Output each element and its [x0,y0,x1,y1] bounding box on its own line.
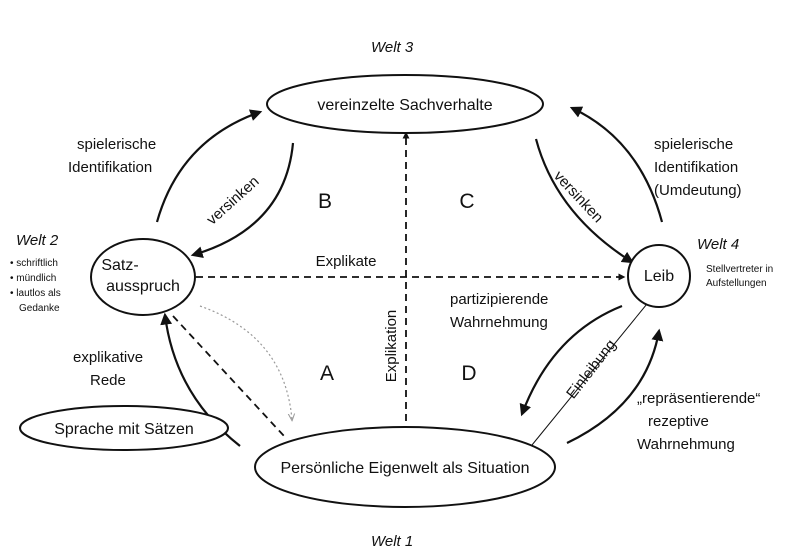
satz-label-line2: ausspruch [106,278,180,295]
spielerische-right-line3: (Umdeutung) [654,182,742,199]
versinken-left-arrow [190,142,295,259]
sprache-label: Sprache mit Sätzen [54,421,194,438]
repraesentierende-arrow [566,328,664,444]
welt1-label: Welt 1 [371,533,413,550]
satz-label-line1: Satz- [101,257,138,274]
leib-node [627,244,691,308]
sprache-node [19,405,229,451]
spielerische-left-arrow [155,109,263,223]
welt2-bullet-list: • schriftlich • mündlich • lautlos als G… [10,258,61,314]
hint-arrow [199,305,292,420]
spielerische-right-line1: spielerische [654,136,733,153]
repraesentierende-line2: rezeptive [648,413,709,430]
welt2-bullet-2: • mündlich [10,273,56,284]
sachverhalte-label: vereinzelte Sachverhalte [317,97,492,114]
welt3-label: Welt 3 [371,39,414,56]
spielerische-right-line2: Identifikation [654,159,738,176]
versinken-right-arrow [534,138,635,264]
spielerische-left-line2: Identifikation [68,159,152,176]
quadrant-c: C [459,190,474,213]
welt4-note-line1: Stellvertreter in [706,264,773,275]
satz-eigenwelt-line [172,315,285,437]
explikative-line2: Rede [90,372,126,389]
explikative-line1: explikative [73,349,143,366]
repraesentierende-line3: Wahrnehmung [637,436,735,453]
sachverhalte-node [266,74,544,134]
quadrant-d: D [461,362,476,385]
welt2-label: Welt 2 [16,232,59,249]
partizipierende-line2: Wahrnehmung [450,314,548,331]
satzausspruch-node [90,238,196,316]
versinken-left-label: versinken [203,173,262,229]
spielerische-right-arrow [569,106,664,223]
quadrant-b: B [318,190,332,213]
eigenwelt-label: Persönliche Eigenwelt als Situation [280,460,529,477]
explikation-label: Explikation [383,310,400,383]
welt2-bullet-1: • schriftlich [10,258,58,269]
einleibung-arrow [519,304,623,417]
leib-label: Leib [644,268,674,285]
eigenwelt-node [254,426,556,508]
quadrant-a: A [320,362,334,385]
repraesentierende-line1: „repräsentierende“ [637,390,760,407]
explikate-label: Explikate [316,253,377,270]
welt4-note-line2: Aufstellungen [706,278,767,289]
welt2-bullet-3: • lautlos als [10,288,61,299]
leib-eigenwelt-line [531,298,652,446]
welt4-label: Welt 4 [697,236,739,253]
partizipierende-line1: partizipierende [450,291,548,308]
einleibung-label: Einleibung [563,336,620,402]
welt2-bullet-4: Gedanke [19,303,60,314]
spielerische-left-line1: spielerische [77,136,156,153]
